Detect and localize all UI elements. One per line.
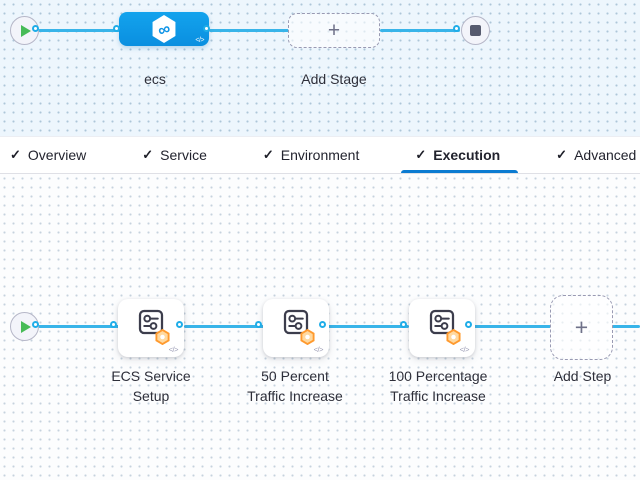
- code-icon: </>: [313, 345, 324, 354]
- step-node-50-percent-traffic[interactable]: </>: [263, 299, 329, 357]
- step-node-ecs-service-setup[interactable]: </>: [118, 299, 184, 357]
- execution-start-node: [10, 312, 39, 341]
- wire: [38, 325, 120, 328]
- port: [110, 321, 117, 328]
- check-icon: ✓: [415, 147, 427, 162]
- cd-hexagon-icon: ∞: [152, 15, 176, 43]
- step-label: 100 Percentage Traffic Increase: [388, 368, 488, 404]
- tab-execution[interactable]: ✓ Execution: [401, 137, 519, 173]
- stage-graph-canvas: ∞ </> ecs + Add Stage: [0, 0, 640, 136]
- stop-icon: [470, 25, 481, 36]
- tab-environment[interactable]: ✓ Environment: [262, 147, 360, 163]
- add-stage-label: Add Stage: [301, 71, 367, 87]
- tab-overview[interactable]: ✓ Overview: [10, 147, 87, 163]
- wire: [184, 325, 264, 328]
- step-settings-icon: [427, 307, 461, 345]
- port: [319, 321, 326, 328]
- step-label: 50 Percent Traffic Increase: [247, 368, 343, 404]
- step-settings-icon: [281, 307, 315, 345]
- check-icon: ✓: [556, 147, 568, 162]
- port: [255, 321, 262, 328]
- add-stage-button[interactable]: +: [288, 13, 380, 48]
- code-icon: </>: [459, 345, 470, 354]
- port: [32, 321, 39, 328]
- port: [176, 321, 183, 328]
- check-icon: ✓: [10, 147, 21, 162]
- plus-icon: +: [327, 19, 341, 42]
- add-step-button[interactable]: +: [550, 295, 613, 360]
- plus-icon: +: [574, 314, 589, 340]
- rollout-badge-icon: [155, 329, 170, 345]
- wire: [380, 29, 460, 32]
- tab-service[interactable]: ✓ Service: [142, 147, 207, 163]
- code-icon: </>: [168, 345, 179, 354]
- add-step-label: Add Step: [553, 368, 612, 384]
- check-icon: ✓: [262, 147, 274, 162]
- port: [465, 321, 472, 328]
- stage-label: ecs: [144, 71, 166, 87]
- play-icon: [21, 320, 31, 333]
- wire: [209, 29, 289, 32]
- stage-config-tabs: ✓ Overview ✓ Service ✓ Environment ✓ Exe…: [0, 136, 640, 174]
- check-icon: ✓: [142, 147, 154, 162]
- stage-node-ecs[interactable]: ∞ </>: [119, 12, 209, 46]
- port: [32, 25, 39, 32]
- port: [400, 321, 407, 328]
- port: [453, 25, 460, 32]
- tab-advanced[interactable]: ✓ Advanced: [556, 147, 637, 163]
- step-node-100-percentage-traffic[interactable]: </>: [409, 299, 475, 357]
- play-icon: [21, 24, 31, 37]
- active-tab-underline: [401, 170, 519, 173]
- step-settings-icon: [136, 307, 170, 345]
- execution-graph-canvas: </> </>: [0, 174, 640, 480]
- rollout-badge-icon: [300, 329, 315, 345]
- port: [113, 25, 120, 32]
- wire: [612, 325, 640, 328]
- pipeline-end-node: [461, 16, 490, 45]
- wire: [473, 325, 551, 328]
- wire: [327, 325, 409, 328]
- code-icon: </>: [195, 37, 204, 44]
- port: [203, 25, 210, 32]
- step-label: ECS Service Setup: [111, 368, 191, 404]
- wire: [38, 29, 120, 32]
- rollout-badge-icon: [446, 329, 461, 345]
